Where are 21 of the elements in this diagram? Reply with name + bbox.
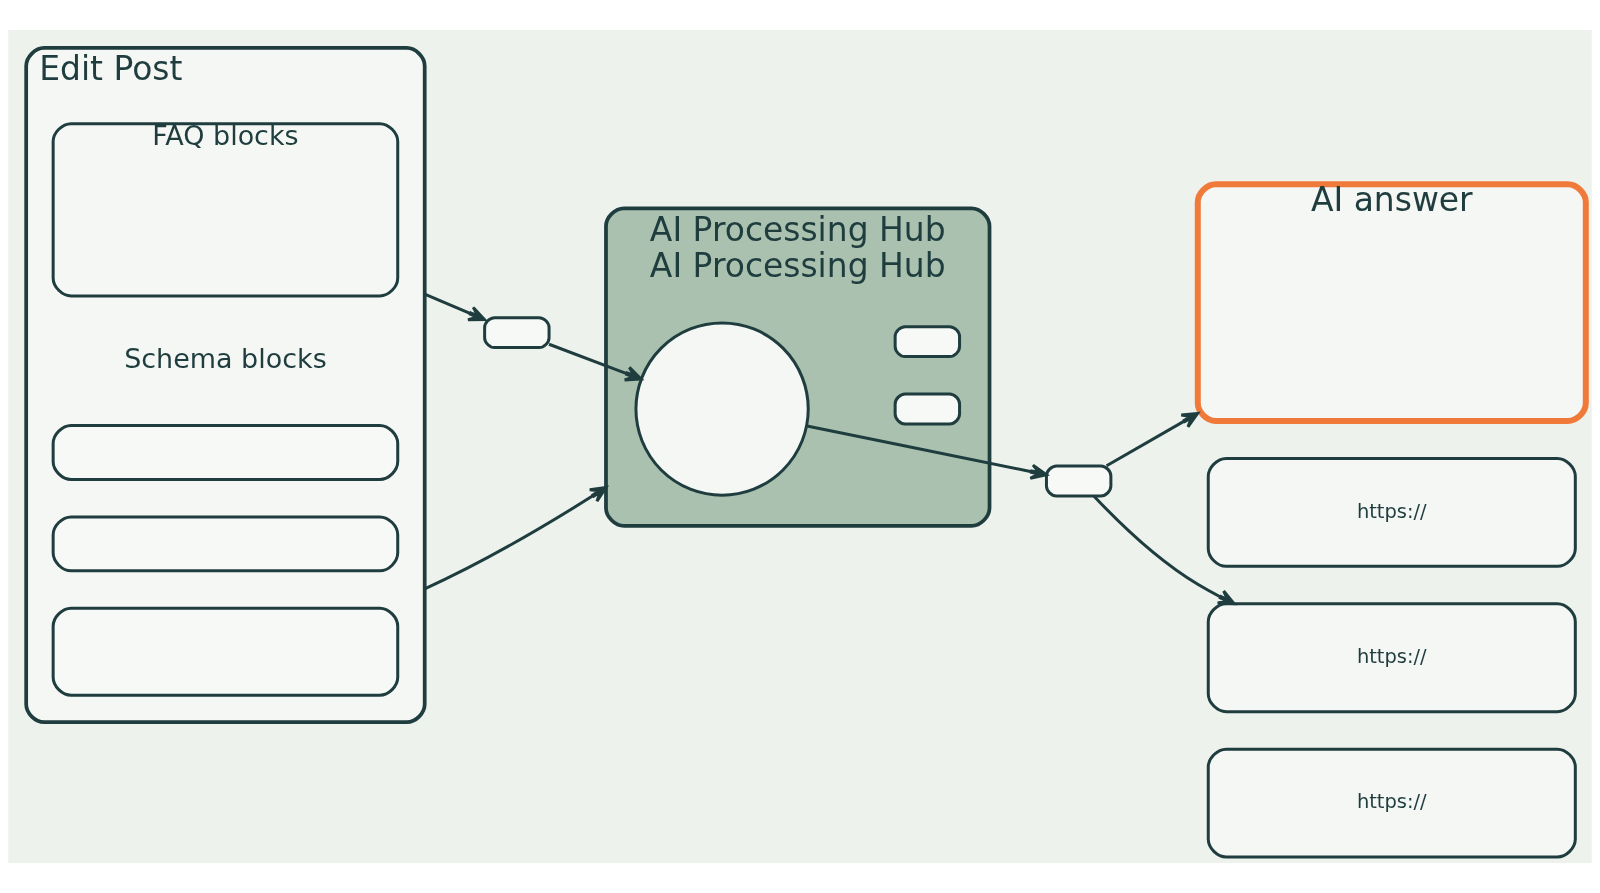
node-box — [51, 606, 400, 697]
node-box: AI answer — [1194, 181, 1589, 425]
node-box: https:// — [1206, 602, 1577, 714]
arrow — [548, 342, 643, 382]
label: Schema blocks — [124, 342, 327, 374]
arrow — [1092, 495, 1236, 606]
cluster: AI Processing Hub AI Processing Hub — [604, 206, 992, 528]
node-box — [893, 392, 962, 426]
node-box: FAQ blocks — [51, 122, 400, 298]
arrow — [806, 424, 1048, 480]
node-box: https:// — [1206, 747, 1577, 859]
arrow — [1105, 411, 1200, 468]
arrow — [424, 485, 608, 591]
node-box — [1044, 464, 1113, 498]
node-circle — [634, 321, 810, 497]
arrow — [424, 292, 486, 322]
node-box — [483, 316, 551, 350]
node-box — [51, 515, 400, 573]
node-box — [893, 325, 962, 359]
node-box: https:// — [1206, 457, 1577, 568]
node-box — [51, 424, 400, 481]
